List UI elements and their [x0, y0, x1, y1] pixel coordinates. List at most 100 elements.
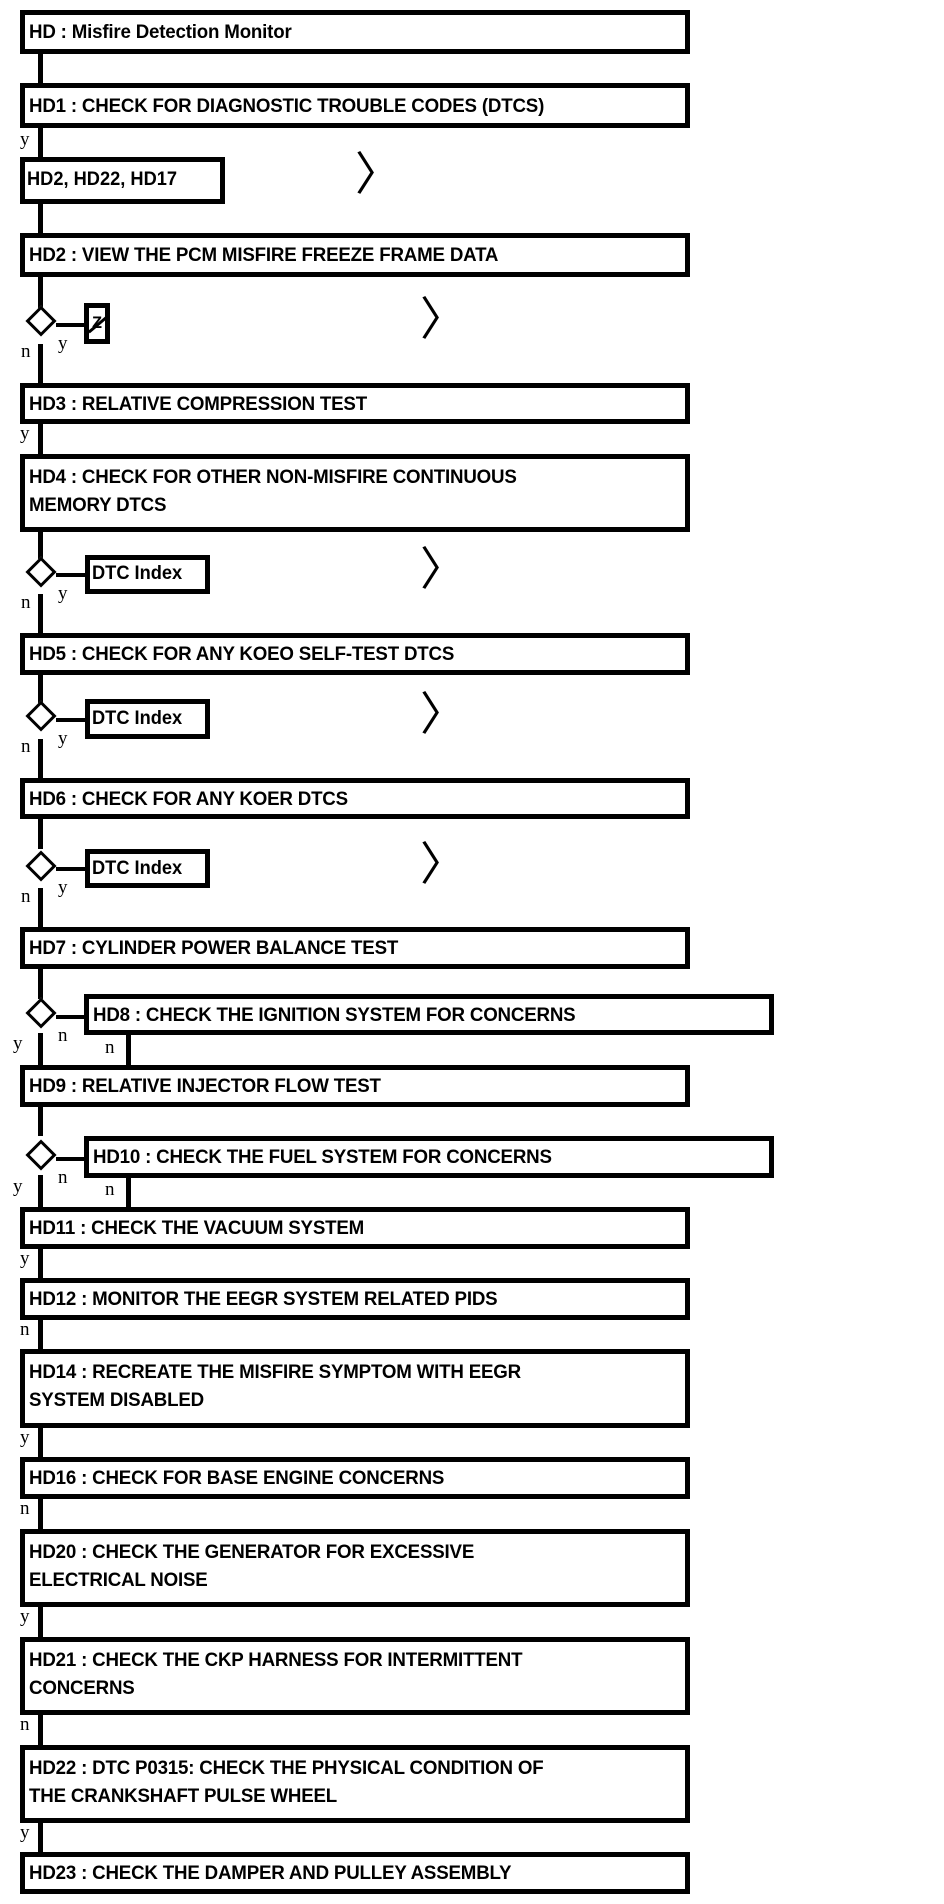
decision-diamond-HD5[interactable]: [24, 699, 58, 733]
node-label: HD10 : CHECK THE FUEL SYSTEM FOR CONCERN…: [93, 1145, 552, 1168]
decision-diamond-HD2[interactable]: [24, 304, 58, 338]
branch-label-n: n: [20, 1498, 30, 1520]
connector-HD6-yes: [56, 867, 88, 872]
node-HD6[interactable]: HD6 : CHECK FOR ANY KOER DTCS: [20, 777, 690, 820]
node-label: HD : Misfire Detection Monitor: [29, 20, 292, 43]
page-link-chevron-icon[interactable]: 〉: [420, 688, 466, 740]
branch-label-n: n: [21, 341, 31, 363]
branch-label-y: y: [20, 1606, 30, 1628]
branch-label-y: y: [20, 1247, 30, 1269]
branch-label-y: y: [58, 332, 68, 354]
node-HD14[interactable]: HD14 : RECREATE THE MISFIRE SYMPTOM WITH…: [20, 1349, 690, 1428]
node-label: HD3 : RELATIVE COMPRESSION TEST: [29, 392, 367, 415]
decision-diamond-HD6[interactable]: [24, 849, 58, 883]
connector-HD16-to-HD20: [38, 1496, 43, 1532]
node-label: HD14 : RECREATE THE MISFIRE SYMPTOM WITH…: [29, 1361, 521, 1412]
connector-HD3-to-HD4: [38, 422, 43, 457]
connector-HD-to-HD1: [38, 51, 43, 86]
connector-HD14-to-HD16: [38, 1425, 43, 1460]
connector-HD7-no-to-HD8: [56, 1014, 86, 1019]
node-REF3-reference[interactable]: DTC Index: [85, 699, 210, 739]
connector-HD20-to-HD21: [38, 1604, 43, 1639]
node-HD2[interactable]: HD2 : VIEW THE PCM MISFIRE FREEZE FRAME …: [20, 233, 690, 278]
node-HD10-branch[interactable]: HD10 : CHECK THE FUEL SYSTEM FOR CONCERN…: [84, 1136, 774, 1178]
node-label: HD8 : CHECK THE IGNITION SYSTEM FOR CONC…: [93, 1003, 576, 1026]
node-HD4[interactable]: HD4 : CHECK FOR OTHER NON-MISFIRE CONTIN…: [20, 453, 690, 533]
node-REF2-reference[interactable]: DTC Index: [85, 554, 210, 594]
branch-label-y: y: [58, 877, 68, 899]
connector-HD7-yes-to-HD9: [38, 1032, 43, 1068]
connector-HD8-no-return: [126, 1032, 131, 1068]
connector-HD9-no-to-HD10: [56, 1156, 86, 1161]
branch-label-n: n: [105, 1179, 115, 1201]
connector-HD7-to-decision: [38, 966, 43, 999]
node-HD9[interactable]: HD9 : RELATIVE INJECTOR FLOW TEST: [20, 1064, 690, 1107]
node-label: HD1 : CHECK FOR DIAGNOSTIC TROUBLE CODES…: [29, 94, 545, 117]
connector-HD11-to-HD12: [38, 1246, 43, 1281]
decision-diamond-HD7[interactable]: [24, 996, 58, 1030]
connector-HD9-to-decision: [38, 1104, 43, 1136]
node-HD1[interactable]: HD1 : CHECK FOR DIAGNOSTIC TROUBLE CODES…: [20, 83, 690, 128]
connector-HD5-no-to-HD6: [38, 738, 43, 781]
connector-HD10-no-return: [126, 1175, 131, 1210]
node-HD5[interactable]: HD5 : CHECK FOR ANY KOEO SELF-TEST DTCS: [20, 633, 690, 675]
branch-label-y: y: [58, 582, 68, 604]
connector-HD2-yes: [56, 322, 86, 327]
node-REF4-reference[interactable]: DTC Index: [85, 848, 210, 889]
branch-label-n: n: [20, 1714, 30, 1736]
node-label: HD21 : CHECK THE CKP HARNESS FOR INTERMI…: [29, 1648, 523, 1699]
node-label: HD6 : CHECK FOR ANY KOER DTCS: [29, 787, 348, 810]
node-label: HD12 : MONITOR THE EEGR SYSTEM RELATED P…: [29, 1288, 498, 1311]
connector-HD4-yes: [56, 572, 88, 577]
node-label: HD22 : DTC P0315: CHECK THE PHYSICAL CON…: [29, 1756, 544, 1807]
connector-HD4-no-to-HD5: [38, 593, 43, 636]
node-HD12[interactable]: HD12 : MONITOR THE EEGR SYSTEM RELATED P…: [20, 1278, 690, 1321]
branch-label-y: y: [20, 1427, 30, 1448]
node-HD-title[interactable]: HD : Misfire Detection Monitor: [20, 9, 690, 54]
node-label: HD9 : RELATIVE INJECTOR FLOW TEST: [29, 1074, 381, 1097]
node-label: HD5 : CHECK FOR ANY KOEO SELF-TEST DTCS: [29, 642, 455, 665]
branch-label-n: n: [58, 1166, 68, 1188]
page-link-chevron-icon[interactable]: 〉: [420, 544, 466, 596]
decision-diamond-HD4[interactable]: [24, 555, 58, 589]
branch-label-n: n: [21, 885, 31, 907]
page-link-chevron-icon[interactable]: 〉: [420, 838, 466, 890]
branch-label-y: y: [20, 129, 30, 151]
connector-HD1-to-HD2: [38, 201, 43, 236]
node-HD3[interactable]: HD3 : RELATIVE COMPRESSION TEST: [20, 382, 690, 425]
connector-HD2-no-to-HD3: [38, 343, 43, 386]
node-label: HD7 : CYLINDER POWER BALANCE TEST: [29, 937, 399, 960]
node-label: HD11 : CHECK THE VACUUM SYSTEM: [29, 1217, 365, 1240]
node-HD21[interactable]: HD21 : CHECK THE CKP HARNESS FOR INTERMI…: [20, 1636, 690, 1716]
page-link-chevron-icon[interactable]: 〉: [355, 149, 401, 201]
page-link-chevron-icon[interactable]: 〉: [420, 293, 466, 345]
node-label: HD4 : CHECK FOR OTHER NON-MISFIRE CONTIN…: [29, 465, 517, 516]
connector-HD5-to-decision: [38, 672, 43, 705]
connector-HD21-to-HD22: [38, 1712, 43, 1747]
node-HD20[interactable]: HD20 : CHECK THE GENERATOR FOR EXCESSIVE…: [20, 1528, 690, 1608]
node-REF1-reference[interactable]: HD2, HD22, HD17: [20, 157, 225, 204]
branch-label-n: n: [21, 591, 31, 613]
node-label: DTC Index: [92, 707, 183, 729]
node-HD8-branch[interactable]: HD8 : CHECK THE IGNITION SYSTEM FOR CONC…: [84, 993, 774, 1036]
branch-label-y: y: [20, 1822, 30, 1844]
branch-label-y: y: [13, 1033, 23, 1055]
node-label: DTC Index: [92, 857, 183, 879]
branch-label-n: n: [21, 736, 31, 758]
node-label: DTC Index: [92, 563, 183, 585]
node-HD11[interactable]: HD11 : CHECK THE VACUUM SYSTEM: [20, 1207, 690, 1249]
branch-label-n: n: [20, 1319, 30, 1341]
node-HD7[interactable]: HD7 : CYLINDER POWER BALANCE TEST: [20, 927, 690, 970]
node-label: HD2 : VIEW THE PCM MISFIRE FREEZE FRAME …: [29, 244, 499, 267]
node-HD16[interactable]: HD16 : CHECK FOR BASE ENGINE CONCERNS: [20, 1457, 690, 1500]
connector-HD9-yes-to-HD11: [38, 1175, 43, 1210]
node-label: HD23 : CHECK THE DAMPER AND PULLEY ASSEM…: [29, 1862, 512, 1885]
branch-label-n: n: [58, 1024, 68, 1046]
node-HD22[interactable]: HD22 : DTC P0315: CHECK THE PHYSICAL CON…: [20, 1744, 690, 1823]
connector-HD5-yes: [56, 717, 88, 722]
decision-diamond-HD9[interactable]: [24, 1138, 58, 1172]
connector-HD6-no-to-HD7: [38, 888, 43, 930]
node-HD23[interactable]: HD23 : CHECK THE DAMPER AND PULLEY ASSEM…: [20, 1852, 690, 1895]
branch-label-y: y: [20, 423, 30, 445]
